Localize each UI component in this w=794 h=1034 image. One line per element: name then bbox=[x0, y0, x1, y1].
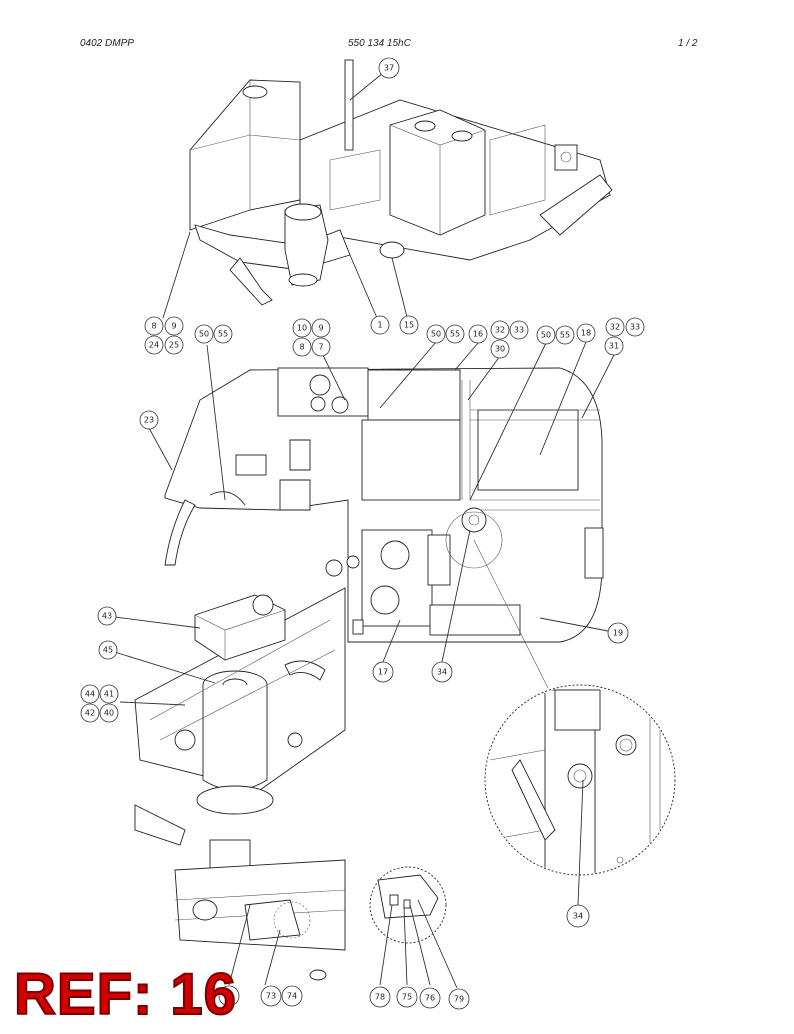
callout-bubble: 8 bbox=[144, 316, 164, 336]
svg-text:16: 16 bbox=[473, 330, 483, 339]
svg-text:18: 18 bbox=[581, 329, 591, 338]
svg-text:78: 78 bbox=[375, 993, 385, 1002]
callout-bubble: 43 bbox=[97, 606, 117, 626]
callout-bubble: 7 bbox=[311, 337, 331, 357]
callout-bubble: 10 bbox=[292, 318, 312, 338]
svg-text:44: 44 bbox=[85, 690, 95, 699]
svg-text:19: 19 bbox=[613, 629, 623, 638]
callout-bubble: 33 bbox=[625, 317, 645, 337]
callout-bubble: 9 bbox=[164, 316, 184, 336]
svg-text:79: 79 bbox=[454, 995, 464, 1004]
callout-bubble: 9 bbox=[311, 318, 331, 338]
svg-text:33: 33 bbox=[514, 326, 524, 335]
callout-bubble: 30 bbox=[490, 339, 510, 359]
callout-bubble: 74 bbox=[281, 985, 303, 1007]
svg-text:1: 1 bbox=[377, 321, 382, 330]
svg-text:50: 50 bbox=[199, 330, 209, 339]
callout-bubble: 32 bbox=[605, 317, 625, 337]
callout-bubble: 8 bbox=[292, 337, 312, 357]
svg-text:40: 40 bbox=[104, 709, 114, 718]
svg-text:43: 43 bbox=[102, 612, 112, 621]
svg-text:25: 25 bbox=[169, 341, 179, 350]
callout-bubble: 78 bbox=[369, 986, 391, 1008]
svg-text:30: 30 bbox=[495, 345, 505, 354]
svg-text:31: 31 bbox=[609, 342, 619, 351]
svg-text:55: 55 bbox=[560, 331, 570, 340]
callout-bubble: 75 bbox=[396, 986, 418, 1008]
callout-bubble: 33 bbox=[509, 320, 529, 340]
svg-text:33: 33 bbox=[630, 323, 640, 332]
svg-text:37: 37 bbox=[384, 64, 394, 73]
callout-bubble: 25 bbox=[164, 335, 184, 355]
svg-text:32: 32 bbox=[495, 326, 505, 335]
svg-text:71: 71 bbox=[224, 992, 234, 1001]
plan-view bbox=[164, 367, 604, 643]
callout-bubble: 55 bbox=[555, 325, 575, 345]
leader-lines bbox=[106, 67, 615, 989]
svg-text:32: 32 bbox=[610, 323, 620, 332]
callout-bubble: 50 bbox=[536, 325, 556, 345]
callout-bubble: 41 bbox=[99, 684, 119, 704]
callout-bubble: 23 bbox=[139, 410, 159, 430]
callout-bubble: 37 bbox=[378, 57, 400, 79]
callout-bubble: 50 bbox=[194, 324, 214, 344]
callout-bubble: 40 bbox=[99, 703, 119, 723]
svg-text:50: 50 bbox=[541, 331, 551, 340]
svg-text:7: 7 bbox=[318, 343, 323, 352]
callout-bubble: 16 bbox=[468, 324, 488, 344]
callout-bubble: 19 bbox=[607, 622, 629, 644]
callout-bubbles: 37 1 15 8 9 24 25 50 55 10 9 8 7 50 55 1… bbox=[80, 57, 645, 1010]
callout-bubble: 31 bbox=[604, 336, 624, 356]
svg-text:15: 15 bbox=[404, 321, 414, 330]
callout-bubble: 79 bbox=[448, 988, 470, 1010]
callout-bubble: 15 bbox=[399, 315, 419, 335]
zoom-detail-circle bbox=[473, 539, 676, 876]
callout-bubble: 73 bbox=[260, 985, 282, 1007]
svg-text:75: 75 bbox=[402, 993, 412, 1002]
svg-text:41: 41 bbox=[104, 690, 114, 699]
svg-text:73: 73 bbox=[266, 992, 276, 1001]
callout-bubble: 18 bbox=[576, 323, 596, 343]
svg-text:24: 24 bbox=[149, 341, 159, 350]
svg-text:9: 9 bbox=[318, 324, 323, 333]
svg-text:17: 17 bbox=[378, 668, 388, 677]
svg-text:23: 23 bbox=[144, 416, 154, 425]
callout-bubble: 71 bbox=[218, 985, 240, 1007]
svg-text:76: 76 bbox=[425, 994, 435, 1003]
svg-text:9: 9 bbox=[171, 322, 176, 331]
bottom-detail-view bbox=[174, 839, 447, 981]
svg-text:45: 45 bbox=[103, 646, 113, 655]
callout-bubble: 17 bbox=[372, 661, 394, 683]
callout-bubble: 1 bbox=[370, 315, 390, 335]
top-isometric-view bbox=[189, 59, 613, 306]
callout-bubble: 34 bbox=[566, 904, 590, 928]
callout-bubble: 44 bbox=[80, 684, 100, 704]
svg-text:42: 42 bbox=[85, 709, 95, 718]
callout-bubble: 76 bbox=[419, 987, 441, 1009]
callout-bubble: 45 bbox=[98, 640, 118, 660]
header-page-number: 1 / 2 bbox=[678, 38, 698, 49]
svg-text:10: 10 bbox=[297, 324, 307, 333]
svg-text:55: 55 bbox=[218, 330, 228, 339]
callout-bubble: 50 bbox=[426, 324, 446, 344]
callout-bubble: 42 bbox=[80, 703, 100, 723]
svg-text:8: 8 bbox=[151, 322, 156, 331]
callout-bubble: 34 bbox=[431, 661, 453, 683]
svg-text:34: 34 bbox=[573, 912, 583, 921]
callout-bubble: 32 bbox=[490, 320, 510, 340]
callout-bubble: 55 bbox=[213, 324, 233, 344]
callout-bubble: 55 bbox=[445, 324, 465, 344]
svg-text:50: 50 bbox=[431, 330, 441, 339]
header-part-number: 550 134 15hC bbox=[348, 38, 411, 49]
svg-text:34: 34 bbox=[437, 668, 447, 677]
svg-text:55: 55 bbox=[450, 330, 460, 339]
bearing-detail-view bbox=[134, 587, 346, 846]
svg-text:8: 8 bbox=[299, 343, 304, 352]
svg-text:74: 74 bbox=[287, 992, 297, 1001]
reference-stamp: REF: 16 bbox=[13, 962, 237, 1027]
callout-bubble: 24 bbox=[144, 335, 164, 355]
header-doc-code: 0402 DMPP bbox=[80, 38, 134, 49]
